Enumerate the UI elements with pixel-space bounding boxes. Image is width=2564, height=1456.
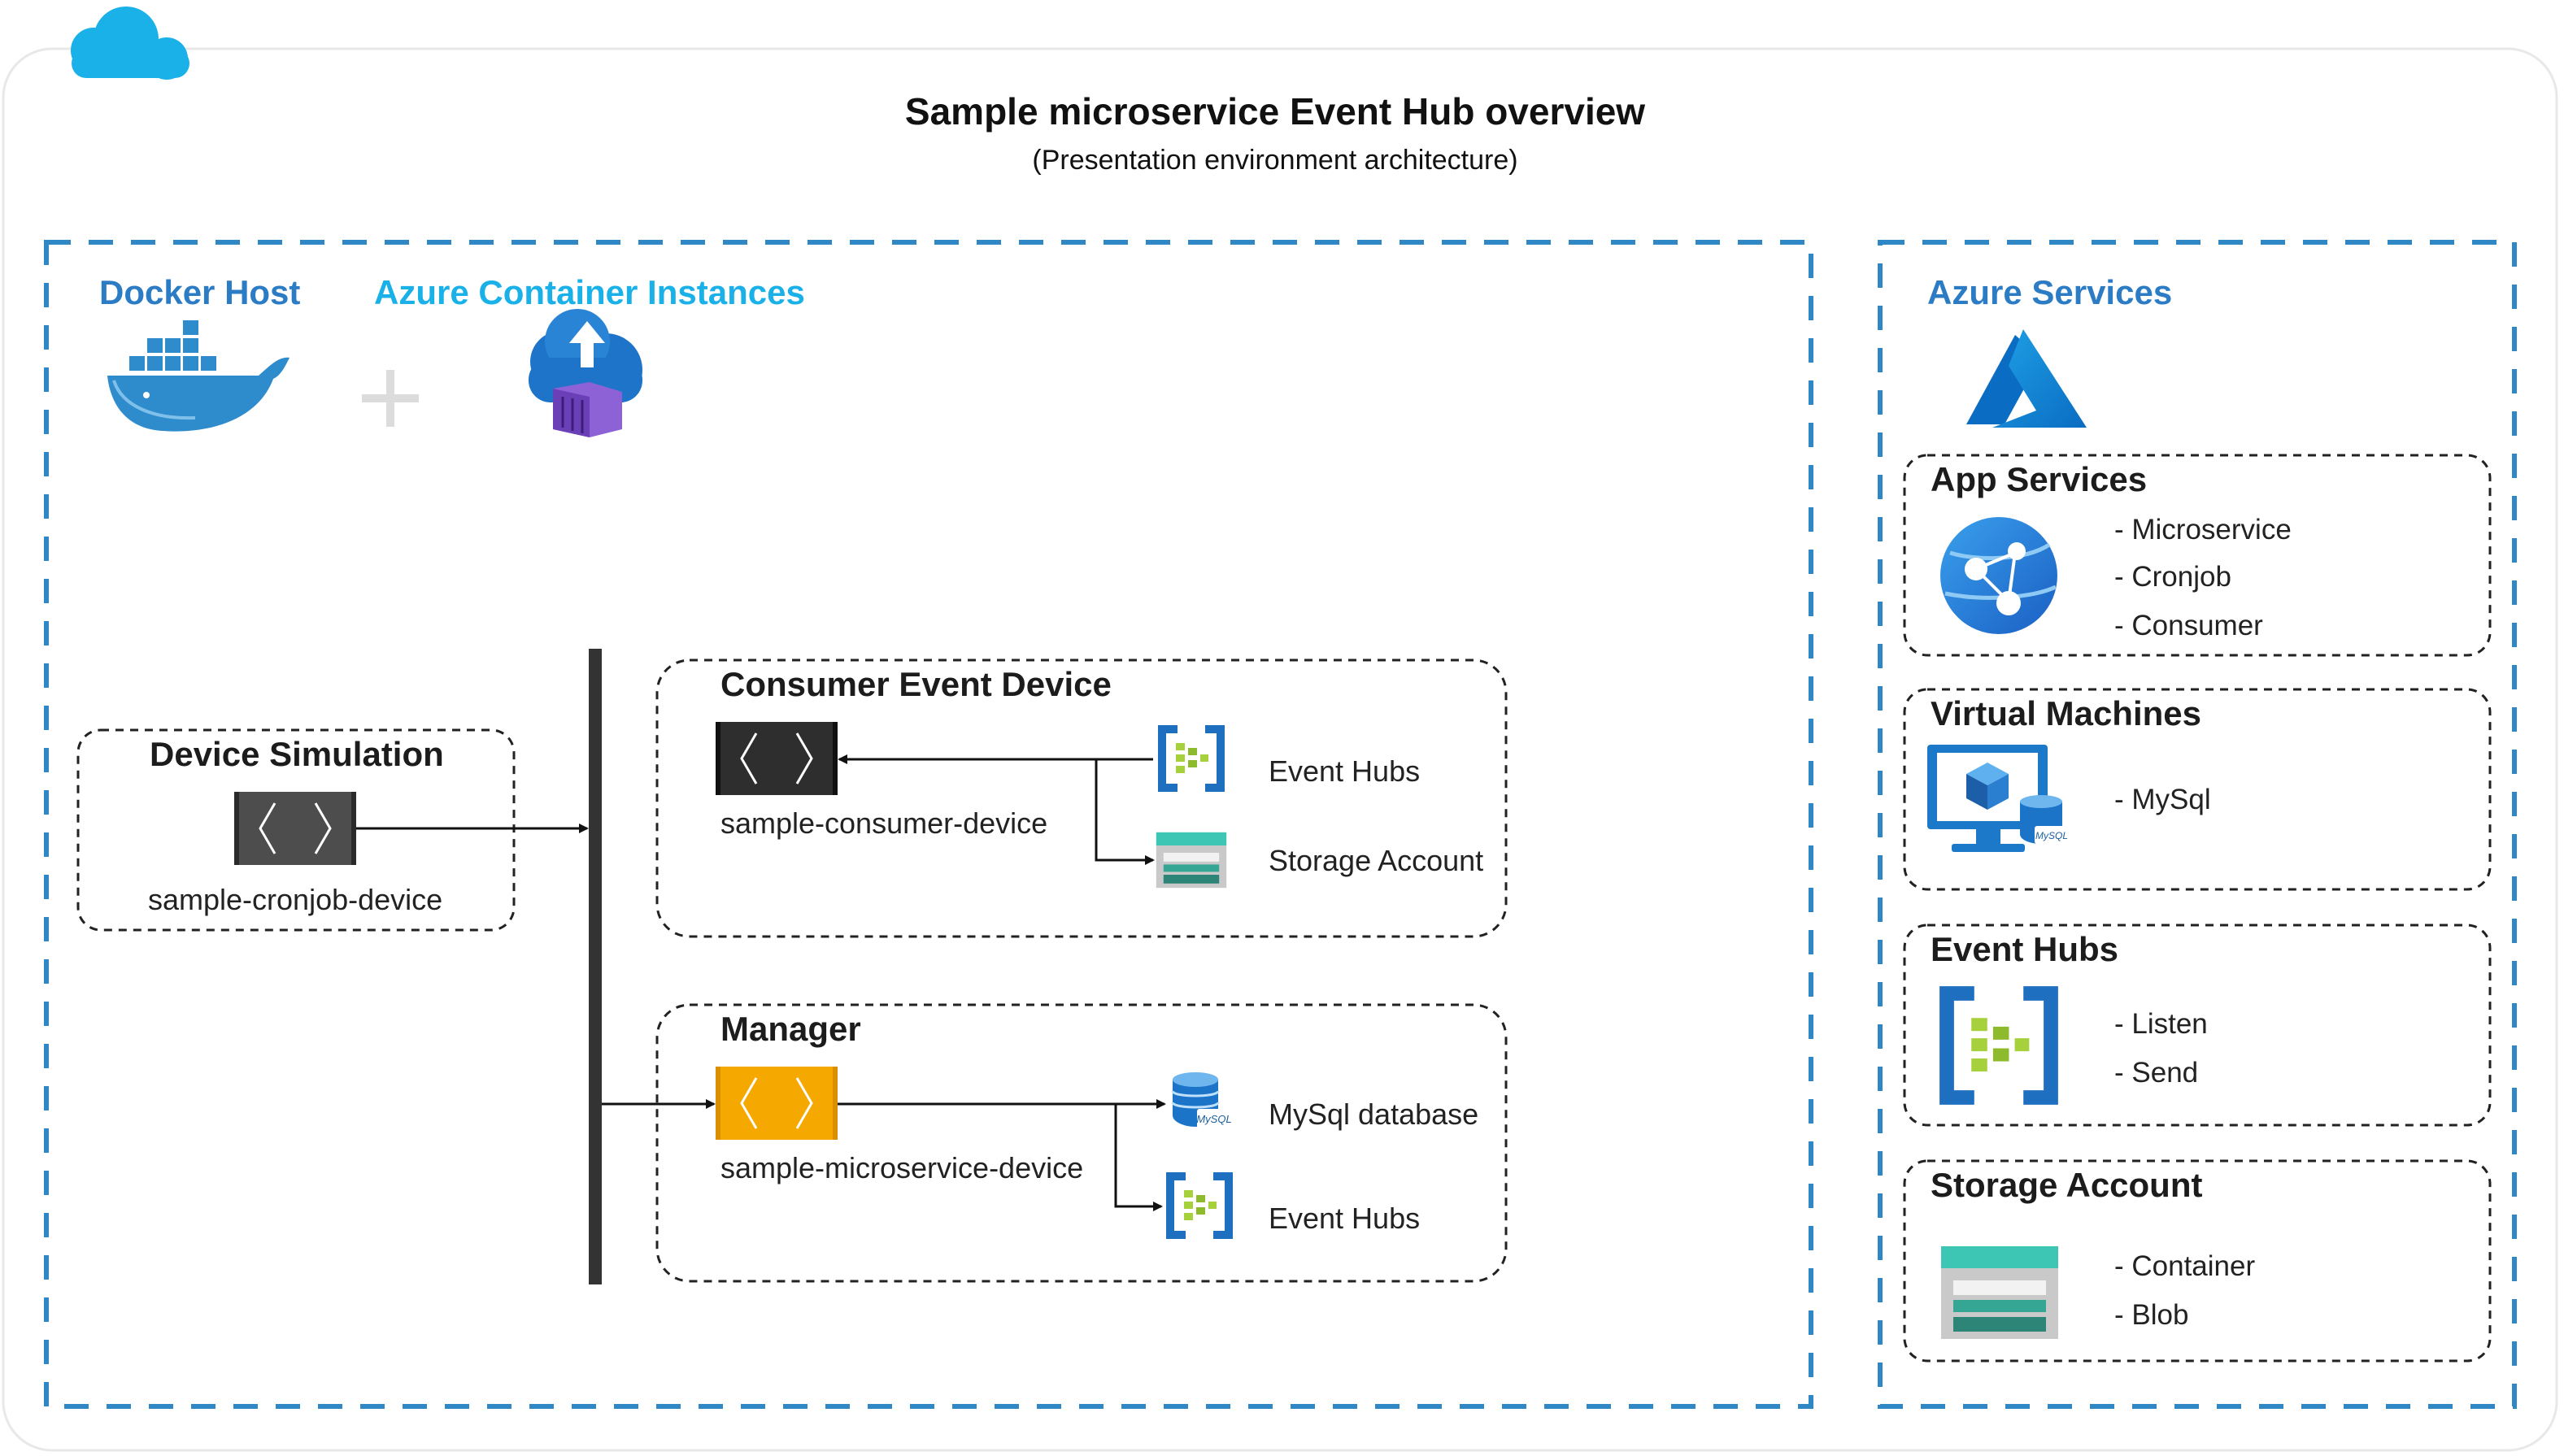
consumer-event-device-box: [655, 658, 1508, 938]
app-services-globe-icon: [1940, 517, 2057, 634]
consumer-container-icon: [716, 722, 838, 795]
consumer-device-label: sample-consumer-device: [720, 806, 1048, 840]
aci-label: Azure Container Instances: [374, 273, 805, 311]
page-subtitle: (Presentation environment architecture): [1032, 145, 1518, 176]
app-services-box: [1903, 454, 2492, 657]
service-item: - Consumer: [2114, 610, 2263, 641]
service-item: - MySql: [2114, 784, 2211, 815]
consumer-event-hubs-label: Event Hubs: [1269, 754, 1421, 788]
right-panel-border: [1878, 240, 2517, 1409]
event-hubs-icon: [1158, 725, 1225, 792]
service-item: - Cronjob: [2114, 561, 2231, 593]
manager-event-hubs-label: Event Hubs: [1269, 1202, 1421, 1235]
manager-to-eventhubs-arrow: [1114, 1104, 1163, 1211]
virtual-machines-box: [1903, 688, 2492, 891]
azure-logo-icon: [1966, 329, 2087, 428]
consumer-to-storage-arrow: [1095, 759, 1155, 865]
microservice-device-label: sample-microservice-device: [720, 1151, 1084, 1184]
consumer-storage-label: Storage Account: [1269, 844, 1484, 877]
event-hubs-service-icon: [1939, 986, 2058, 1105]
cronjob-container-icon: [234, 792, 356, 865]
page-title: Sample microservice Event Hub overview: [904, 90, 1646, 133]
microservice-container-icon: [716, 1067, 838, 1140]
manager-mysql-label: MySql database: [1269, 1097, 1479, 1131]
virtual-machines-title: Virtual Machines: [1931, 694, 2202, 732]
service-item: - Container: [2114, 1250, 2256, 1282]
virtual-machine-icon: MySQL: [1927, 745, 2069, 852]
storage-account-icon: [1156, 832, 1227, 889]
cronjob-device-label: sample-cronjob-device: [148, 883, 443, 916]
service-item: - Send: [2114, 1057, 2199, 1089]
manager-box: [655, 1003, 1508, 1283]
mysql-database-icon: [1171, 1071, 1233, 1130]
cloud-icon: [71, 7, 189, 80]
consumer-event-device-title: Consumer Event Device: [720, 665, 1112, 703]
device-simulation-title: Device Simulation: [150, 735, 444, 773]
manager-title: Manager: [720, 1010, 861, 1048]
outer-frame: [2, 47, 2558, 1452]
event-hubs-icon: [1166, 1172, 1233, 1239]
storage-service-icon: [1941, 1246, 2058, 1339]
service-item: - Blob: [2114, 1299, 2189, 1331]
docker-whale-icon: [107, 320, 289, 432]
device-simulation-box: [76, 728, 516, 932]
storage-account-service-box: [1903, 1159, 2492, 1363]
storage-account-title: Storage Account: [1931, 1166, 2203, 1204]
azure-container-instances-icon: [529, 309, 642, 437]
svg-text:MySQL: MySQL: [2035, 830, 2068, 841]
docker-host-label: Docker Host: [99, 273, 301, 311]
bus-bar: [589, 649, 602, 1284]
service-item: - Microservice: [2114, 514, 2292, 545]
plus-icon: [362, 370, 419, 427]
service-item: - Listen: [2114, 1008, 2208, 1040]
app-services-title: App Services: [1931, 460, 2148, 498]
azure-services-label: Azure Services: [1927, 273, 2173, 311]
left-panel-border: [44, 240, 1813, 1409]
event-hubs-service-box: [1903, 924, 2492, 1127]
event-hubs-title: Event Hubs: [1931, 930, 2119, 968]
